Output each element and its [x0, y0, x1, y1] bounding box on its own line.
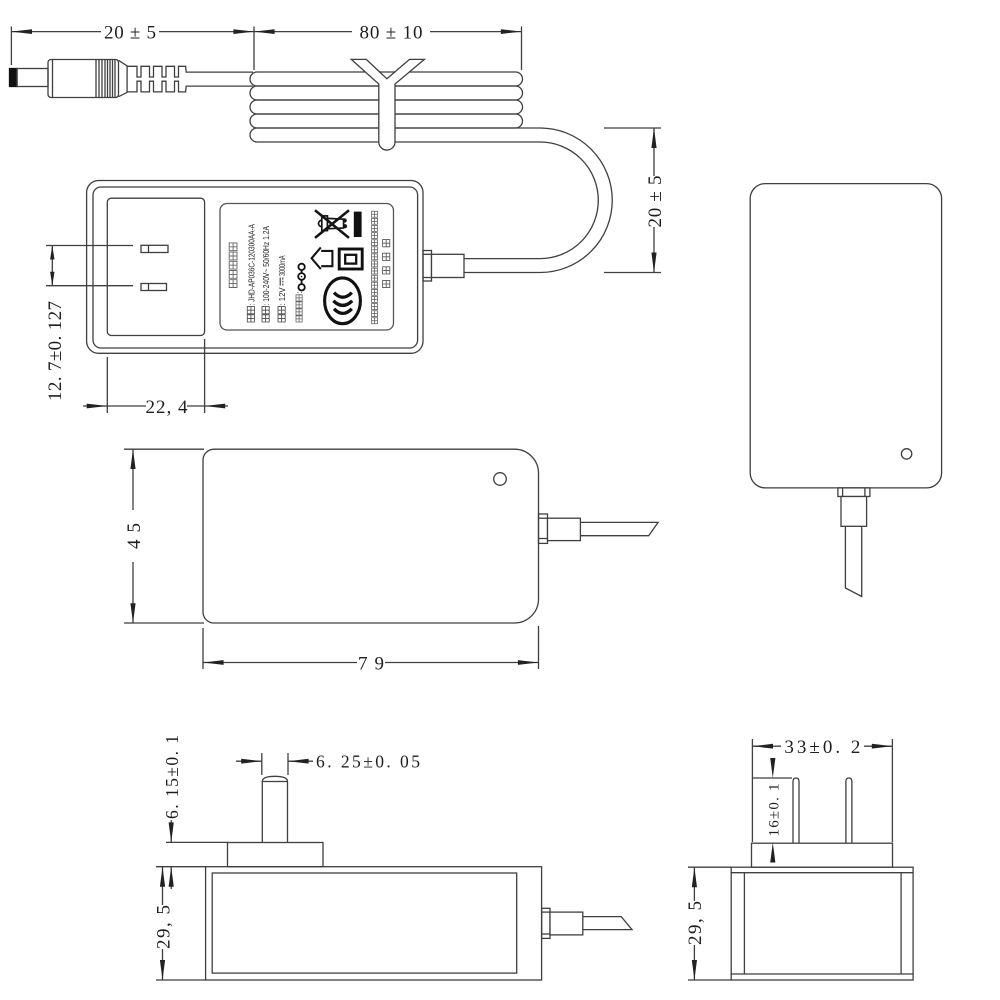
svg-text:: JHD-AP036C-120300AA-A: : JHD-AP036C-120300AA-A [248, 223, 257, 305]
svg-text:: 100-240V~ 50/60Hz 1.2A: : 100-240V~ 50/60Hz 1.2A [262, 225, 271, 305]
svg-text:6. 15±0. 1: 6. 15±0. 1 [162, 735, 182, 819]
svg-text:79: 79 [358, 653, 384, 674]
svg-text:20 ± 5: 20 ± 5 [104, 22, 156, 43]
svg-text:: 12V: : 12V [278, 287, 287, 306]
svg-text:3000mA: 3000mA [278, 255, 287, 276]
svg-text:80 ± 10: 80 ± 10 [360, 22, 423, 43]
svg-text::: : [295, 291, 304, 293]
svg-text:12. 7±0. 127: 12. 7±0. 127 [45, 301, 66, 401]
svg-text:33±0. 2: 33±0. 2 [784, 737, 860, 758]
svg-text:29, 5: 29, 5 [685, 901, 706, 945]
svg-text:16±0. 1: 16±0. 1 [766, 784, 782, 837]
svg-text:45: 45 [124, 523, 145, 549]
svg-text:22, 4: 22, 4 [146, 397, 189, 418]
svg-text:6. 25±0. 05: 6. 25±0. 05 [316, 752, 420, 772]
svg-text:20 ± 5: 20 ± 5 [645, 176, 666, 228]
svg-text:29, 5: 29, 5 [153, 905, 174, 949]
